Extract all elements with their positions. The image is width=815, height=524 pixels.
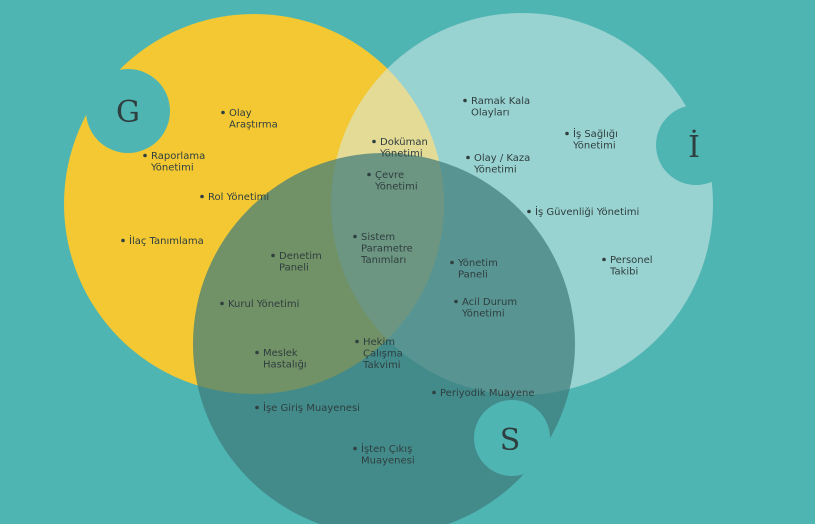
item-label-line: Yönetimi [473, 165, 517, 176]
bullet-dot [602, 257, 606, 262]
item-label-line: Çalışma [363, 349, 403, 360]
bullet-dot [221, 110, 225, 115]
item-label-line: İşten Çıkış [361, 442, 412, 455]
item-label-line: Sistem [361, 232, 395, 243]
bullet-dot [466, 155, 470, 160]
bullet-dot [143, 153, 147, 158]
item-label-line: İş Güvenliği Yönetimi [535, 205, 639, 218]
item-label-line: Acil Durum [462, 297, 517, 308]
bullet-dot [367, 172, 371, 177]
item-label-line: Raporlama [151, 151, 205, 162]
bullet-dot [353, 446, 357, 451]
item-rol-yonetimi: Rol Yönetimi [200, 192, 269, 203]
letter-i: İ [688, 129, 700, 165]
item-label-line: Yönetimi [572, 141, 616, 152]
item-label-line: İlaç Tanımlama [129, 234, 204, 247]
item-label-line: Personel [610, 255, 653, 266]
item-label-line: Rol Yönetimi [208, 192, 269, 203]
item-label-line: Takvimi [362, 360, 401, 371]
item-label-line: İşe Giriş Muayenesi [263, 401, 360, 414]
letter-g: G [116, 95, 140, 130]
item-label-line: Takibi [609, 267, 638, 278]
item-label-line: Hastalığı [263, 359, 307, 371]
item-label-line: Olayları [471, 108, 510, 119]
bullet-dot [271, 253, 275, 258]
item-label-line: Yönetim [457, 258, 498, 269]
item-label-line: Periyodik Muayene [440, 388, 535, 399]
bullet-dot [565, 131, 569, 136]
item-label-line: İş Sağlığı [573, 127, 618, 140]
item-label-line: Yönetimi [461, 309, 505, 320]
item-label-line: Paneli [458, 270, 488, 281]
bullet-dot [372, 139, 376, 144]
badge-s [474, 400, 550, 476]
item-kurul-yonetimi: Kurul Yönetimi [220, 299, 299, 310]
badge-i [656, 105, 736, 185]
item-is-guvenligi-yonetimi: İş Güvenliği Yönetimi [527, 205, 639, 218]
bullet-dot [454, 299, 458, 304]
item-ise-giris-muayenesi: İşe Giriş Muayenesi [255, 401, 360, 414]
item-label-line: Yönetimi [379, 149, 423, 160]
bullet-dot [432, 390, 436, 395]
bullet-dot [220, 301, 224, 306]
bullet-dot [463, 98, 467, 103]
item-label-line: Muayenesi [361, 456, 415, 467]
item-label-line: Olay / Kaza [474, 153, 530, 164]
badge-g [86, 69, 170, 153]
item-label-line: Parametre [361, 244, 413, 255]
item-label-line: Denetim [279, 251, 322, 262]
item-label-line: Yönetimi [374, 182, 418, 193]
bullet-dot [255, 350, 259, 355]
item-ilac-tanimlama: İlaç Tanımlama [121, 234, 204, 247]
item-label-line: Doküman [380, 137, 428, 148]
item-periyodik-muayene: Periyodik Muayene [432, 388, 535, 399]
item-label-line: Meslek [263, 348, 298, 359]
item-label-line: Çevre [375, 170, 404, 181]
item-label-line: Hekim [363, 337, 395, 348]
bullet-dot [353, 234, 357, 239]
bullet-dot [255, 405, 259, 410]
item-label-line: Kurul Yönetimi [228, 299, 299, 310]
bullet-dot [355, 339, 359, 344]
item-label-line: Yönetimi [150, 163, 194, 174]
bullet-dot [450, 260, 454, 265]
bullet-dot [121, 238, 125, 243]
item-label-line: Tanımları [360, 255, 406, 266]
item-label-line: Araştırma [229, 120, 278, 131]
item-label-line: Ramak Kala [471, 96, 530, 107]
bullet-dot [200, 194, 204, 199]
bullet-dot [527, 209, 531, 214]
item-label-line: Olay [229, 108, 252, 119]
item-label-line: Paneli [279, 263, 309, 274]
letter-s: S [500, 423, 521, 458]
